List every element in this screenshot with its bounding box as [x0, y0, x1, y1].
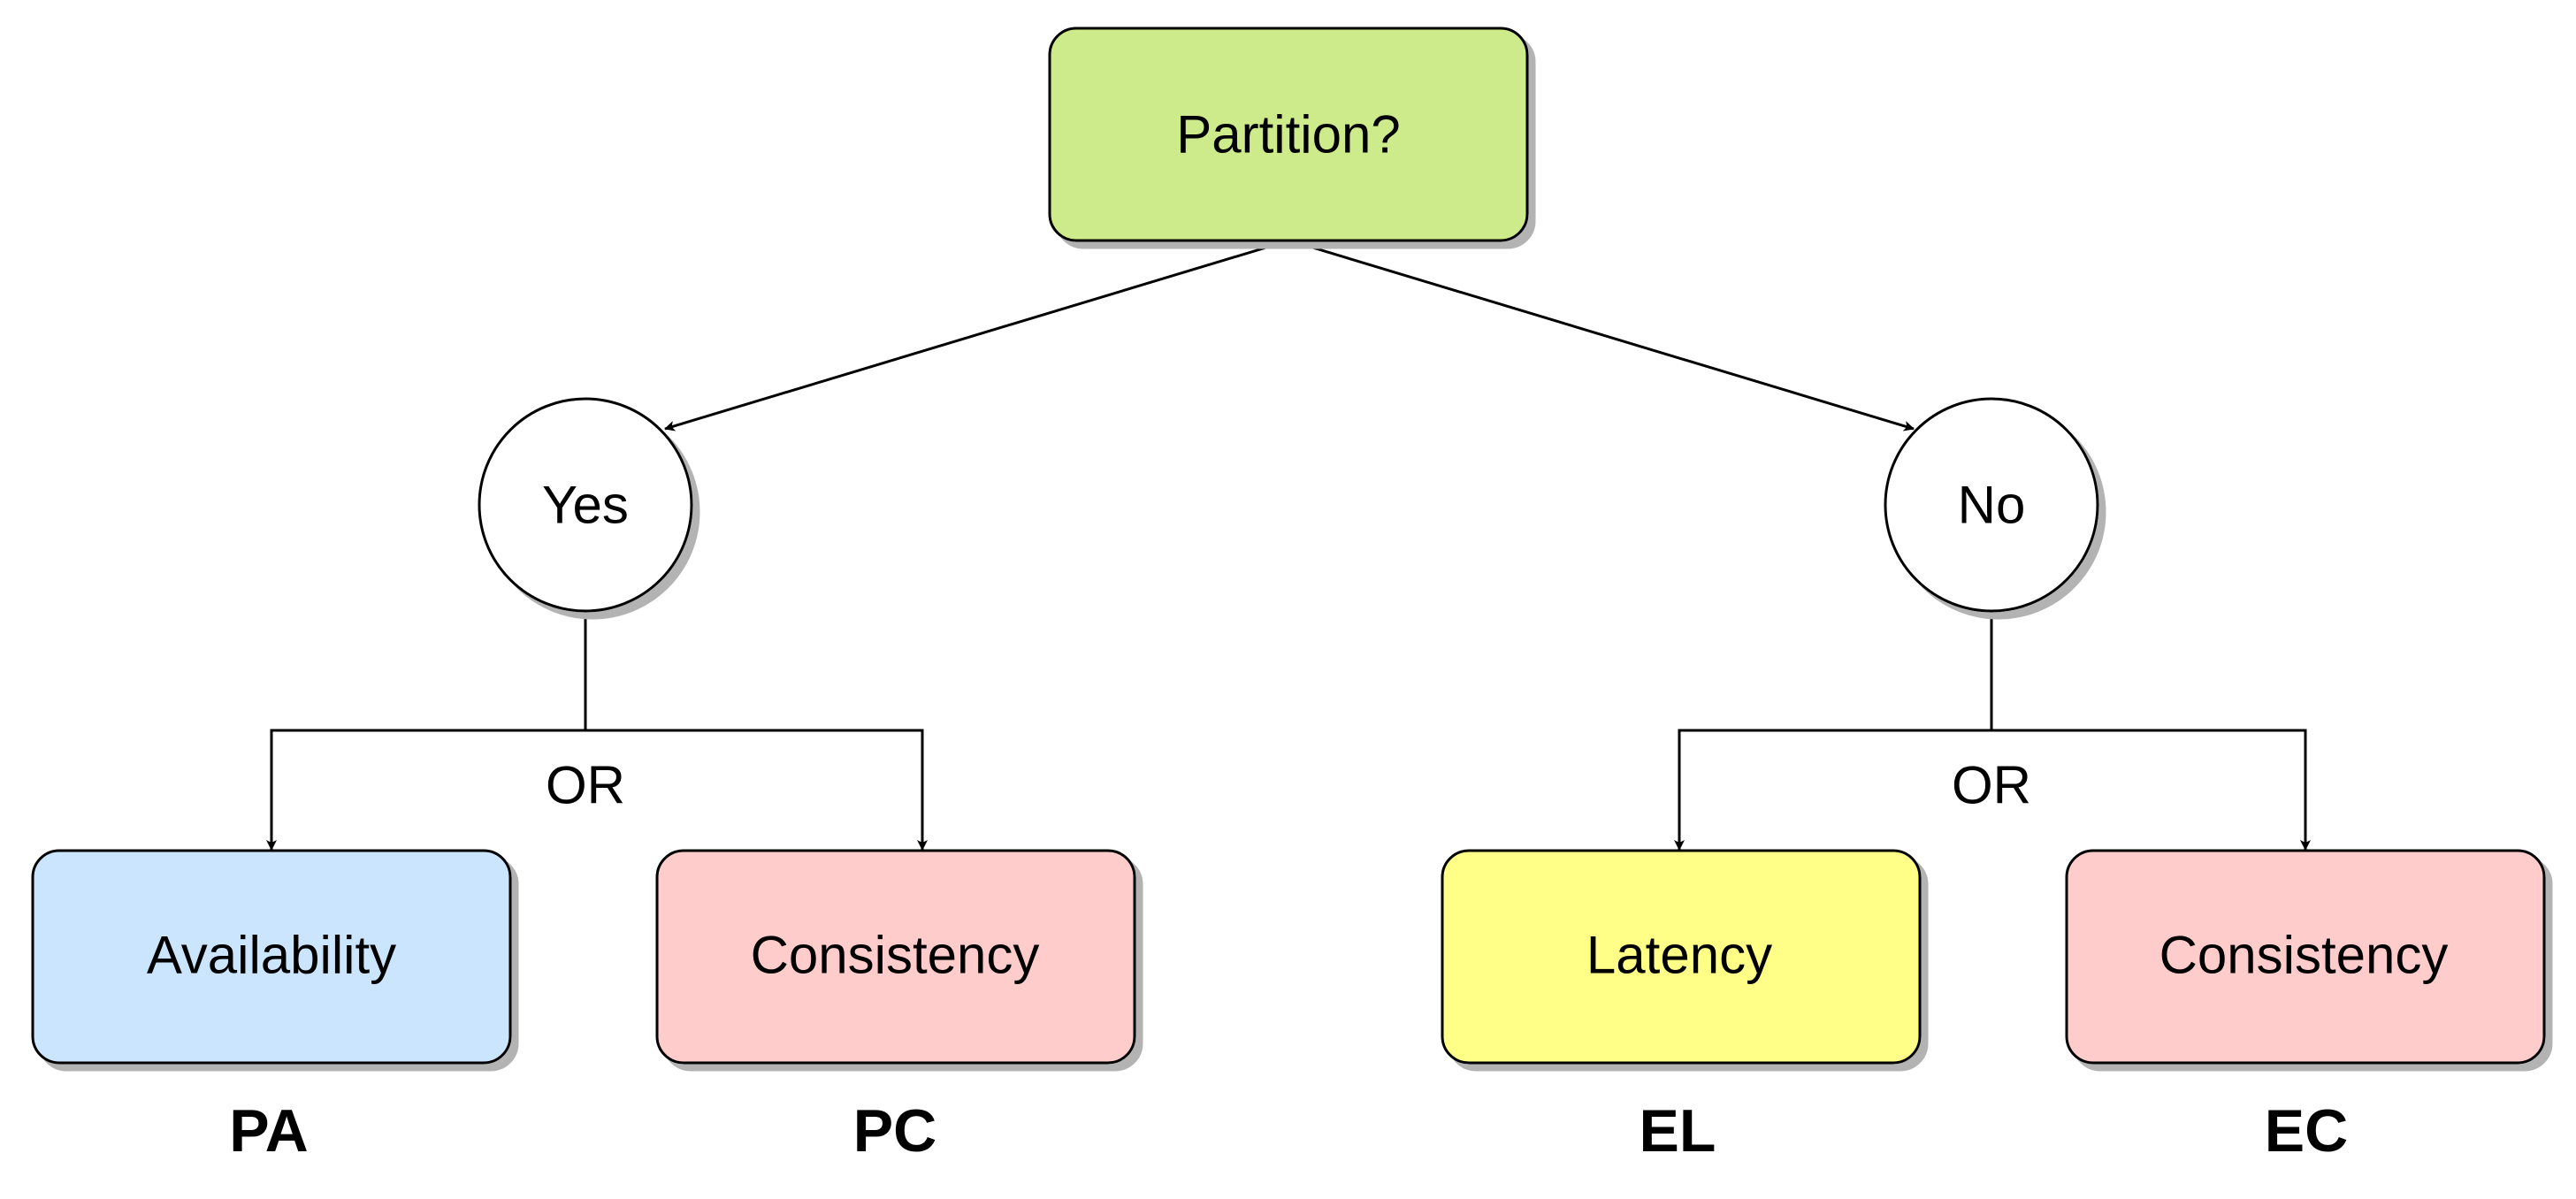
edge-yes-to-consistency — [584, 613, 928, 851]
latency-label: Latency — [1586, 926, 1772, 985]
edge-root-to-yes — [664, 239, 1290, 431]
or-label-no: OR — [1952, 756, 2031, 815]
option-consistency-pc: Consistency PC — [655, 849, 1136, 1165]
option-latency: Latency EL — [1441, 849, 1922, 1165]
edge-no-to-consistency — [1990, 613, 2311, 851]
root-box — [1048, 27, 1529, 242]
option-consistency-ec: Consistency EC — [2065, 849, 2546, 1165]
pa-code-label: PA — [229, 1097, 308, 1165]
decision-yes: Yes — [478, 397, 693, 613]
yes-label: Yes — [542, 476, 629, 535]
root-label: Partition? — [1176, 105, 1400, 164]
no-circle — [1884, 397, 2099, 613]
consistency-ec-label: Consistency — [2159, 926, 2449, 985]
availability-label: Availability — [147, 926, 396, 985]
decision-no: No — [1884, 397, 2099, 613]
consistency-ec-box — [2065, 849, 2546, 1065]
latency-box — [1441, 849, 1922, 1065]
edge-yes-to-availability — [266, 613, 587, 851]
option-availability: Availability PA — [31, 849, 512, 1165]
availability-box — [31, 849, 512, 1065]
consistency-pc-label: Consistency — [751, 926, 1040, 985]
ec-code-label: EC — [2265, 1097, 2348, 1165]
pc-code-label: PC — [853, 1097, 936, 1165]
edge-no-to-latency — [1674, 613, 1993, 851]
el-code-label: EL — [1640, 1097, 1716, 1165]
consistency-pc-box — [655, 849, 1136, 1065]
yes-circle — [478, 397, 693, 613]
no-label: No — [1958, 476, 2026, 535]
root-node: Partition? — [1048, 27, 1529, 242]
or-label-yes: OR — [546, 756, 625, 815]
edge-root-to-no — [1288, 239, 1915, 431]
